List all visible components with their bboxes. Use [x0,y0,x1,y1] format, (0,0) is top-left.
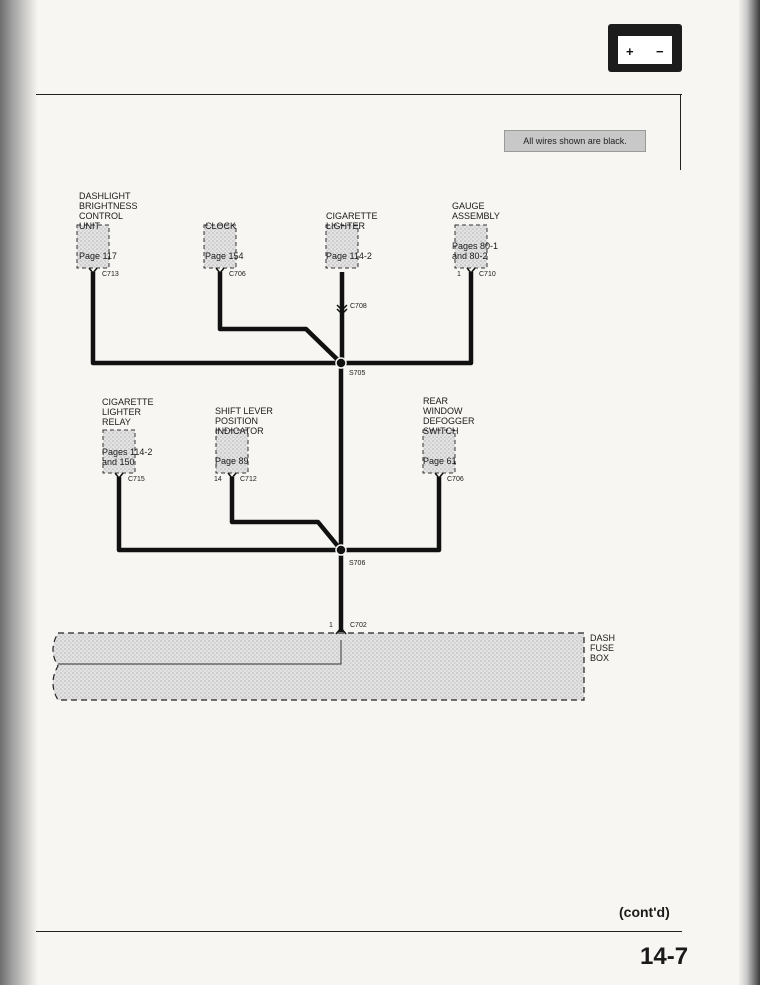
gauge-wire [341,272,474,366]
dash-fuse-box [52,632,585,701]
battery-icon: + − [608,24,682,72]
shift-wire [229,477,343,552]
c713-mark [88,267,98,275]
defogger-wire [341,477,442,553]
cigarette-lighter-label: CIGARETTE LIGHTER Page 114-2 [326,211,378,261]
c712-pin: 14 [214,476,222,483]
c712-label: C712 [240,476,257,483]
shift-indicator-label: SHIFT LEVER POSITION INDICATOR Page 89 [215,406,273,466]
c702-mark [335,626,347,635]
c702-pin: 1 [329,622,333,629]
c713-label: C713 [102,271,119,278]
s705-label: S705 [349,370,366,377]
clock-wire [217,272,343,365]
clock-label: CLOCK Page 154 [205,221,244,261]
upper-wire-group [90,272,474,366]
page-number: 14-7 [640,943,689,970]
cigarette-lighter-box [325,224,359,269]
c708-label: C708 [350,303,367,310]
c715-mark [114,472,124,480]
gauge-assembly-label: GAUGE ASSEMBLY Pages 80-1 and 80-2 [452,201,500,261]
connector-marks [88,267,476,635]
continued-label: (cont'd) [619,904,670,920]
header-rule [36,94,682,95]
c706a-mark [215,267,225,275]
c710-label: C710 [479,271,496,278]
c702-label: C702 [350,622,367,629]
c706a-label: C706 [229,271,246,278]
wire-color-note: All wires shown are black. [504,130,646,152]
dashlight-unit-box [76,224,110,269]
cigarette-lighter-relay-label: CIGARETTE LIGHTER RELAY Pages 114-2 and … [102,397,154,467]
c708-mark [336,304,348,316]
fuse-box-internal-wire [58,640,342,665]
s706-splice [335,544,347,556]
c710-mark [466,267,476,275]
c712-mark [227,472,237,480]
shift-indicator-box [215,429,249,474]
c710-pin: 1 [457,271,461,278]
dashlight-label: DASHLIGHT BRIGHTNESS CONTROL UNIT Page 1… [79,191,138,261]
page-edge [738,0,760,985]
defogger-switch-label: REAR WINDOW DEFOGGER SWITCH Page 61 [423,396,475,466]
header-rule-vertical [680,94,681,170]
cigarette-lighter-relay-box [102,429,136,474]
battery-plus: + [626,44,634,59]
c715-label: C715 [128,476,145,483]
battery-minus: − [656,44,664,59]
s706-label: S706 [349,560,366,567]
c706b-label: C706 [447,476,464,483]
lower-wire-group [116,363,442,632]
defogger-switch-box [422,429,456,474]
dash-fuse-box-label: DASH FUSE BOX [590,633,616,663]
c706b-mark [434,472,444,480]
relay-wire [116,477,341,553]
s705-splice [335,357,347,369]
dashlight-wire [90,272,341,366]
page-binding-shadow [0,0,38,985]
clock-box [203,224,237,269]
gauge-assembly-box [454,224,488,269]
footer-rule [36,931,682,932]
